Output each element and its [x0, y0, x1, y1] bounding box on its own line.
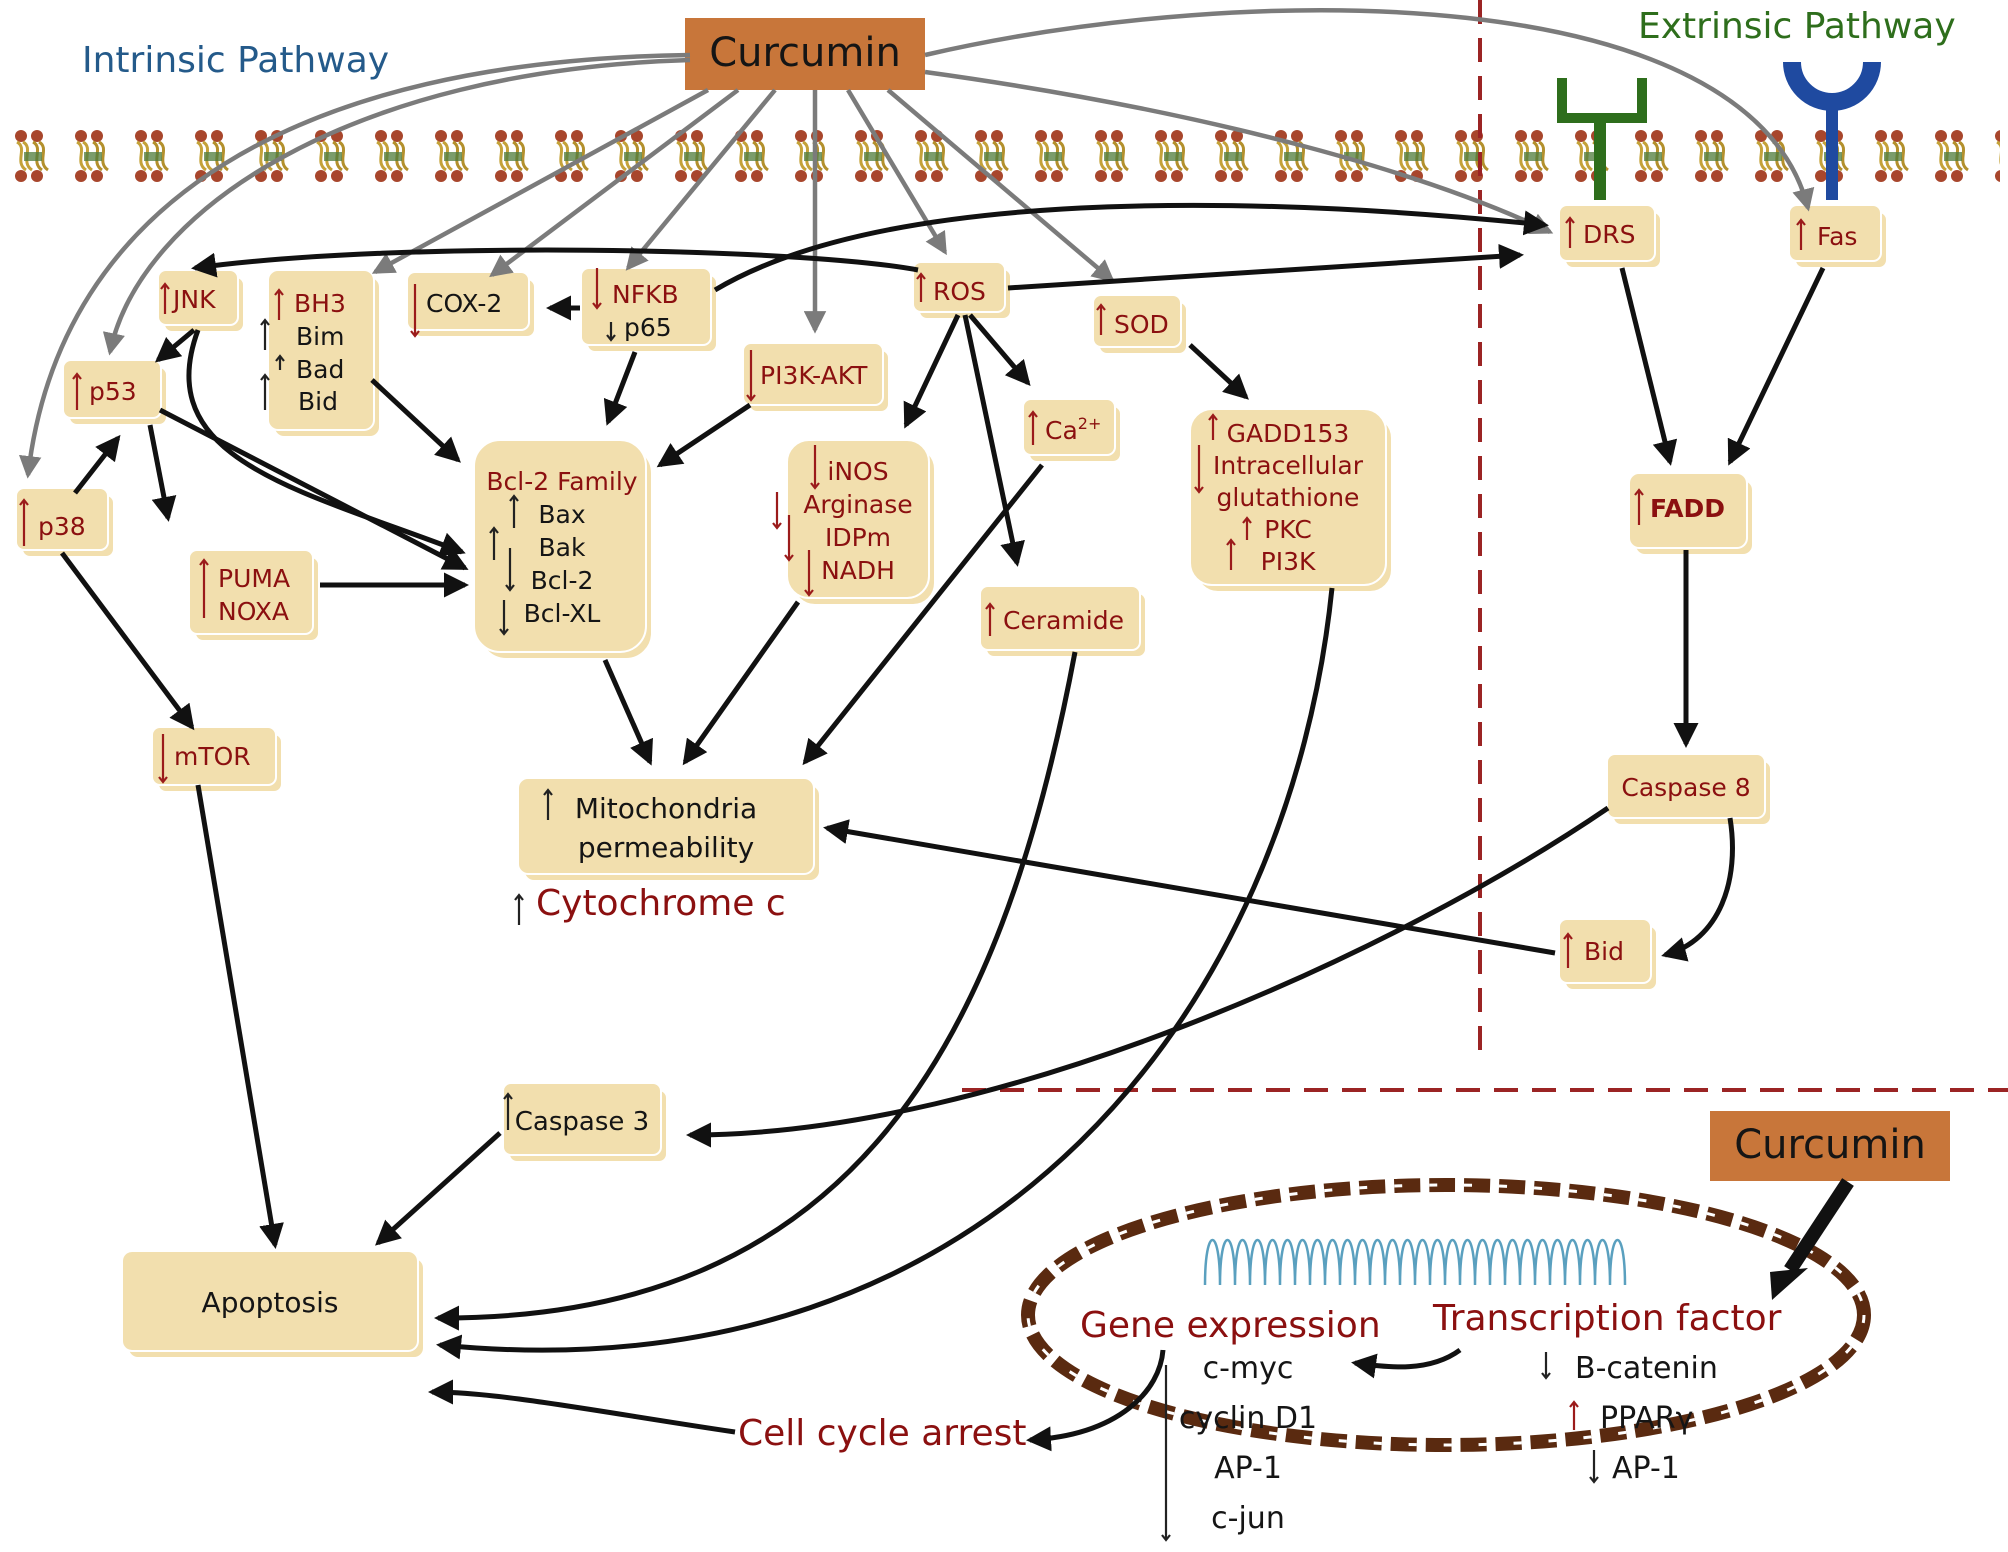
- arrows-black: [59, 202, 1854, 1452]
- ap1-down-indicator: [1589, 1450, 1599, 1484]
- arrows-gray: [19, 8, 1815, 479]
- pi3k-label: PI3K: [1261, 547, 1316, 576]
- bcl2-family-label: Bcl-2 Family: [486, 467, 637, 496]
- gene-ap1: AP-1: [1214, 1451, 1282, 1486]
- node-drs-label: DRS: [1583, 220, 1636, 249]
- node-sod: SOD: [1092, 294, 1188, 355]
- node-ca: Ca2+: [1022, 398, 1122, 463]
- node-ros: ROS: [912, 261, 1012, 320]
- node-nfkb: NFKB p65: [580, 267, 718, 353]
- curcumin-top-node: Curcumin: [685, 18, 925, 90]
- curcumin-bottom-node: Curcumin: [1710, 1111, 1950, 1181]
- idpm-label: IDPm: [825, 523, 891, 552]
- pkc-label: PKC: [1264, 515, 1312, 544]
- node-bh3: BH3 Bim Bad Bid: [260, 269, 381, 438]
- bad-label: Bad: [296, 355, 344, 384]
- curcumin-bottom-label: Curcumin: [1734, 1122, 1926, 1168]
- node-p53-label: p53: [89, 377, 137, 406]
- ca-superscript: 2+: [1078, 414, 1102, 433]
- intracellular-label: Intracellular: [1213, 451, 1364, 480]
- cytochrome-up-indicator: [514, 893, 524, 925]
- cell-cycle-arrest-label: Cell cycle arrest: [738, 1413, 1026, 1454]
- node-cox2-label: COX-2: [426, 289, 502, 318]
- node-drs: DRS: [1558, 204, 1662, 269]
- node-bid: Bid: [1558, 918, 1658, 991]
- factor-bcatenin: B-catenin: [1575, 1351, 1718, 1386]
- node-gadd153: GADD153 Intracellular glutathione PKC PI…: [1189, 408, 1393, 593]
- node-cox2: COX-2: [406, 271, 536, 338]
- transcription-factor-label: Transcription factor: [1432, 1298, 1782, 1339]
- node-fadd-label: FADD: [1650, 494, 1725, 523]
- node-mtor-label: mTOR: [174, 742, 251, 771]
- node-sod-label: SOD: [1114, 310, 1169, 339]
- node-pi3k-akt: PI3K-AKT: [742, 342, 890, 413]
- node-ros-label: ROS: [933, 277, 986, 306]
- nfkb-label: NFKB: [612, 280, 679, 309]
- bak-label: Bak: [539, 533, 586, 562]
- permeability-label: permeability: [578, 831, 754, 864]
- gadd153-label: GADD153: [1227, 419, 1350, 448]
- cell-membrane: [10, 128, 2000, 184]
- gene-cmyc: c-myc: [1203, 1351, 1294, 1386]
- p65-label: p65: [624, 313, 672, 342]
- bid-top-label: Bid: [298, 387, 338, 416]
- fas-receptor-icon: [1783, 61, 1881, 200]
- node-mitochondria: Mitochondria permeability: [517, 777, 821, 882]
- cytochrome-c-label: Cytochrome c: [536, 883, 786, 924]
- node-ceramide-label: Ceramide: [1003, 606, 1124, 635]
- node-fas-label: Fas: [1817, 222, 1857, 251]
- bh3-label: BH3: [294, 289, 346, 318]
- node-jnk-label: JNK: [171, 285, 216, 314]
- node-ca-label: Ca2+: [1045, 414, 1101, 445]
- gene-expression-label: Gene expression: [1080, 1305, 1381, 1346]
- glutathione-label: glutathione: [1217, 483, 1360, 512]
- node-apoptosis-label: Apoptosis: [202, 1286, 339, 1319]
- bclxl-label: Bcl-XL: [524, 599, 601, 628]
- node-fas: Fas: [1788, 204, 1888, 269]
- node-jnk: JNK: [157, 269, 245, 333]
- node-puma: PUMA NOXA: [188, 549, 320, 642]
- inos-label: iNOS: [827, 457, 888, 486]
- node-p53: p53: [62, 359, 168, 426]
- dna-icon: [1203, 1238, 1627, 1286]
- noxa-label: NOXA: [218, 597, 289, 626]
- node-mtor: mTOR: [151, 726, 283, 793]
- genes-down-indicator: [1161, 1365, 1171, 1542]
- factor-ap1: AP-1: [1612, 1451, 1680, 1486]
- gene-cyclind1: cyclin D1: [1179, 1401, 1317, 1436]
- extrinsic-pathway-title: Extrinsic Pathway: [1638, 6, 1956, 47]
- node-inos: iNOS Arginase IDPm NADH: [772, 439, 936, 606]
- node-caspase3: Caspase 3: [502, 1082, 668, 1163]
- bim-label: Bim: [296, 322, 344, 351]
- bcl2-label: Bcl-2: [531, 566, 594, 595]
- node-p38: p38: [15, 487, 115, 558]
- node-caspase8-label: Caspase 8: [1621, 773, 1750, 802]
- ca-text: Ca: [1045, 416, 1078, 445]
- intrinsic-pathway-title: Intrinsic Pathway: [82, 40, 389, 81]
- node-apoptosis: Apoptosis: [121, 1250, 425, 1359]
- node-p38-label: p38: [38, 512, 86, 541]
- nadh-label: NADH: [821, 556, 895, 585]
- node-caspase3-label: Caspase 3: [515, 1107, 649, 1137]
- nucleus-inner: [1026, 1183, 1866, 1447]
- death-receptor-icon: [1557, 78, 1647, 200]
- node-caspase8: Caspase 8: [1606, 753, 1772, 826]
- bcatenin-down-indicator: [1541, 1352, 1551, 1380]
- puma-label: PUMA: [218, 564, 290, 593]
- factor-pparg: PPARγ: [1600, 1401, 1693, 1436]
- node-pi3k-akt-label: PI3K-AKT: [760, 361, 868, 390]
- node-ceramide: Ceramide: [979, 585, 1147, 658]
- arginase-label: Arginase: [803, 490, 912, 519]
- node-fadd: FADD: [1628, 472, 1754, 556]
- mitochondria-label: Mitochondria: [575, 792, 757, 825]
- bax-label: Bax: [538, 500, 585, 529]
- curcumin-top-label: Curcumin: [709, 30, 901, 76]
- gene-cjun: c-jun: [1211, 1501, 1285, 1536]
- node-bcl2-family: Bcl-2 Family Bax Bak Bcl-2 Bcl-XL: [473, 439, 653, 660]
- ppar-up-indicator: [1569, 1400, 1579, 1430]
- node-bid-label: Bid: [1584, 937, 1624, 966]
